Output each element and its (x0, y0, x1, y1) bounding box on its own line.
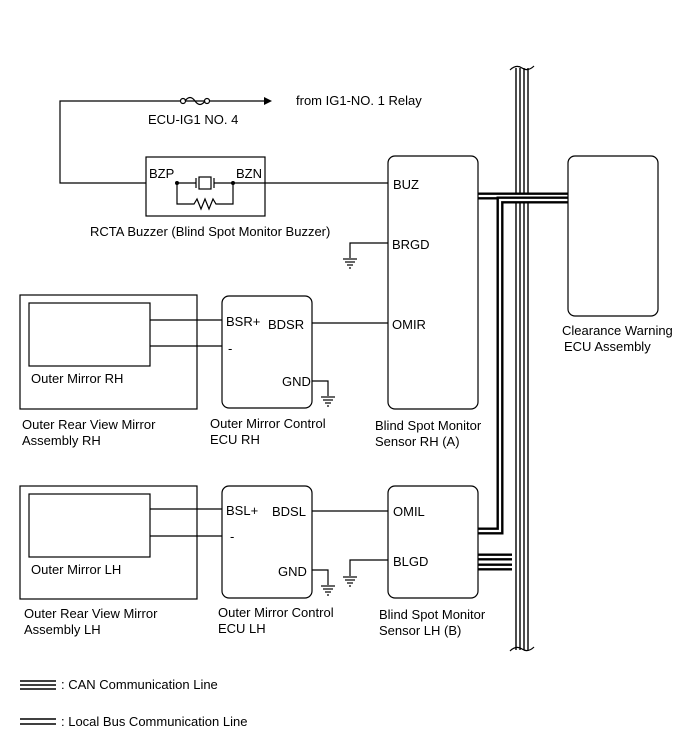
mirror-ecu-lh-pin-minus: - (230, 529, 234, 544)
mirror-ecu-rh-pin-bsr: BSR+ (226, 314, 260, 329)
mirror-lh-inner-box (28, 493, 151, 558)
buzzer-title: RCTA Buzzer (Blind Spot Monitor Buzzer) (90, 224, 330, 239)
sensor-rh-title-1: Blind Spot Monitor (375, 418, 482, 433)
arrow-icon (264, 97, 272, 105)
power-circuit: from IG1-NO. 1 Relay ECU-IG1 NO. 4 (59, 93, 422, 184)
mirror-ecu-lh-pin-gnd: GND (278, 564, 307, 579)
legend-local-swatch (20, 718, 56, 725)
mirror-lh-title-1: Outer Rear View Mirror (24, 606, 158, 621)
clearance-warning-ecu: Clearance Warning ECU Assembly (562, 155, 673, 354)
power-source-label: from IG1-NO. 1 Relay (296, 93, 422, 108)
clearance-ecu-title-2: ECU Assembly (564, 339, 651, 354)
outer-mirror-ecu-lh: BSL+ - BDSL GND Outer Mirror Control ECU… (218, 485, 388, 636)
blind-spot-sensor-lh: OMIL BLGD Blind Spot Monitor Sensor LH (… (343, 485, 486, 638)
sensor-rh-title-2: Sensor RH (A) (375, 434, 460, 449)
mirror-ecu-rh-title-1: Outer Mirror Control (210, 416, 326, 431)
outer-mirror-assembly-lh: Outer Mirror LH Outer Rear View Mirror A… (19, 485, 222, 637)
ground-icon (343, 258, 357, 269)
can-bus (509, 65, 535, 652)
sensor-lh-pin-blgd: BLGD (393, 554, 428, 569)
legend-can-label: : CAN Communication Line (61, 677, 218, 692)
resistor-icon (176, 183, 234, 211)
mirror-ecu-lh-title-2: ECU LH (218, 621, 266, 636)
bus-break-bottom (509, 646, 535, 652)
sensor-lh-box (387, 485, 479, 599)
legend: : CAN Communication Line : Local Bus Com… (20, 677, 247, 729)
sensor-rh-pin-buz: BUZ (393, 177, 419, 192)
mirror-ecu-lh-pin-bsl: BSL+ (226, 503, 258, 518)
buzzer-element-icon (198, 176, 212, 190)
bus-lh-local (478, 196, 568, 535)
fuse-terminal-right (203, 97, 211, 105)
mirror-ecu-rh-title-2: ECU RH (210, 432, 260, 447)
ground-icon (321, 585, 335, 596)
ground-icon (343, 576, 357, 587)
sensor-rh-pin-omir: OMIR (392, 317, 426, 332)
mirror-rh-inner-box (28, 302, 151, 367)
clearance-ecu-box (567, 155, 659, 317)
mirror-rh-title-1: Outer Rear View Mirror (22, 417, 156, 432)
blind-spot-sensor-rh: BUZ BRGD OMIR Blind Spot Monitor Sensor … (343, 155, 482, 449)
mirror-lh-inner-label: Outer Mirror LH (31, 562, 121, 577)
mirror-ecu-lh-title-1: Outer Mirror Control (218, 605, 334, 620)
buzzer-pin-bzp: BZP (149, 166, 174, 181)
mirror-ecu-rh-pin-gnd: GND (282, 374, 311, 389)
fuse-terminal-left (179, 97, 187, 105)
mirror-lh-title-2: Assembly LH (24, 622, 101, 637)
outer-mirror-ecu-rh: BSR+ - BDSR GND Outer Mirror Control ECU… (210, 295, 388, 447)
ground-icon (321, 396, 335, 407)
legend-can-swatch (20, 680, 56, 690)
sensor-rh-pin-brgd: BRGD (392, 237, 430, 252)
mirror-ecu-rh-box (221, 295, 313, 409)
legend-local-label: : Local Bus Communication Line (61, 714, 247, 729)
sensor-lh-pin-omil: OMIL (393, 504, 425, 519)
bus-break-top (509, 65, 535, 71)
sensor-rh-box (387, 155, 479, 410)
clearance-ecu-title-1: Clearance Warning (562, 323, 673, 338)
mirror-ecu-lh-box (221, 485, 313, 599)
fuse-icon (184, 96, 206, 106)
bus-branches (478, 192, 568, 571)
outer-mirror-assembly-rh: Outer Mirror RH Outer Rear View Mirror A… (19, 294, 222, 448)
fuse-label: ECU-IG1 NO. 4 (148, 112, 238, 127)
sensor-lh-title-2: Sensor LH (B) (379, 623, 461, 638)
mirror-rh-inner-label: Outer Mirror RH (31, 371, 123, 386)
sensor-lh-title-1: Blind Spot Monitor (379, 607, 486, 622)
mirror-ecu-rh-pin-bdsr: BDSR (268, 317, 304, 332)
buzzer-pin-bzn: BZN (236, 166, 262, 181)
power-wire (59, 100, 270, 184)
rcta-buzzer: BZP BZN RCTA Buzzer (Blind Spot Monitor … (90, 156, 388, 239)
mirror-ecu-rh-pin-minus: - (228, 341, 232, 356)
mirror-rh-title-2: Assembly RH (22, 433, 101, 448)
mirror-ecu-lh-pin-bdsl: BDSL (272, 504, 306, 519)
